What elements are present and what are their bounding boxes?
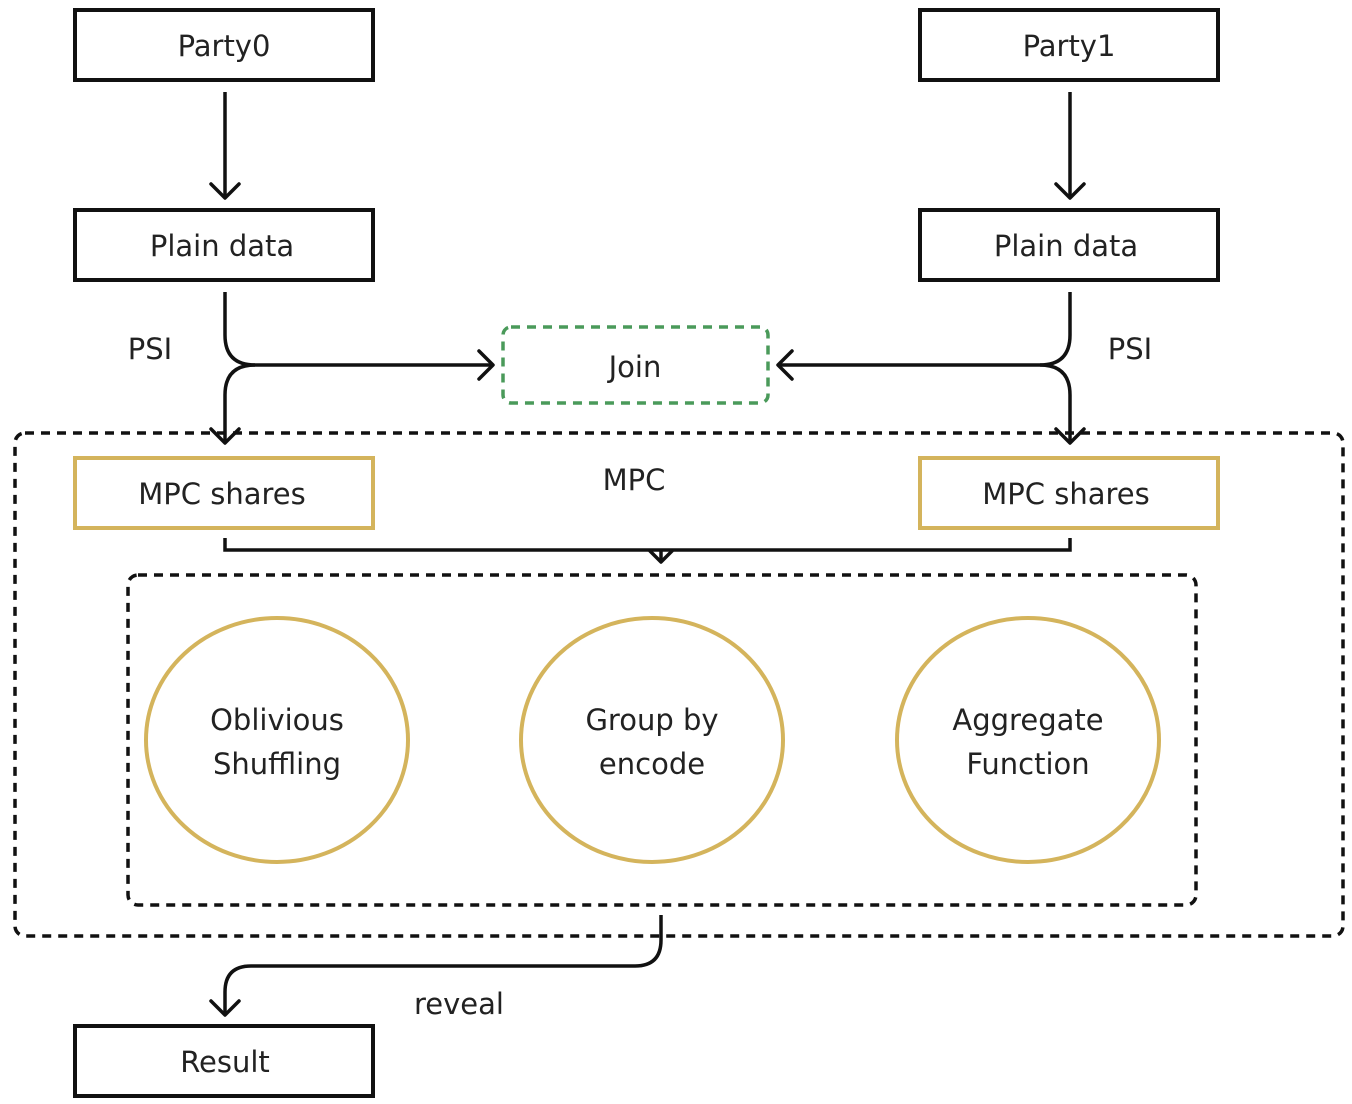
oblivious-shuffling-line2: Shuffling (213, 747, 341, 781)
party1-label: Party1 (1023, 29, 1116, 63)
party1-box (918, 8, 1220, 82)
arrowhead-mpc-right (1054, 427, 1086, 445)
party0-label: Party0 (178, 29, 271, 63)
edge-plain-right-to-join (778, 292, 1072, 367)
edge-plain-left-to-join (223, 292, 493, 367)
aggregate-function-line1: Aggregate (952, 703, 1103, 737)
result-box (73, 1024, 375, 1098)
edge-plain-left-to-mpc (223, 363, 256, 443)
mpc-shares-left-label: MPC shares (138, 477, 305, 511)
psi-right-label: PSI (1108, 332, 1152, 366)
arrowhead-plain-right (1054, 182, 1086, 200)
arrowhead-join-left (477, 349, 495, 381)
aggregate-function-line2: Function (966, 747, 1089, 781)
arrowhead-plain-left (209, 182, 241, 200)
mpc-shares-left-box (73, 456, 375, 530)
oblivious-shuffling-node (144, 616, 410, 864)
join-label: Join (607, 350, 662, 384)
mpc-shares-right-label: MPC shares (982, 477, 1149, 511)
party0-box (73, 8, 375, 82)
oblivious-shuffling-line1: Oblivious (210, 703, 344, 737)
group-by-encode-line2: encode (599, 747, 705, 781)
arrowhead-operations (648, 549, 674, 564)
plain-data-left-box (73, 208, 375, 282)
psi-left-label: PSI (128, 332, 172, 366)
group-by-encode-line1: Group by (585, 703, 718, 737)
mpc-shares-right-box (918, 456, 1220, 530)
plain-data-left-label: Plain data (150, 229, 294, 263)
join-box (501, 325, 770, 405)
edge-mpc-shares-merge (223, 538, 1072, 552)
edge-plain-right-to-mpc (1039, 363, 1072, 443)
arrowhead-result (209, 999, 241, 1017)
arrowhead-join-right (776, 349, 794, 381)
group-by-encode-node (519, 616, 785, 864)
reveal-label: reveal (414, 987, 504, 1021)
edge-reveal-to-result (223, 915, 663, 1015)
arrowhead-mpc-left (209, 427, 241, 445)
plain-data-right-label: Plain data (994, 229, 1138, 263)
aggregate-function-node (895, 616, 1161, 864)
mpc-region-label: MPC (603, 463, 666, 497)
plain-data-right-box (918, 208, 1220, 282)
result-label: Result (180, 1045, 270, 1079)
operations-region (126, 573, 1198, 907)
